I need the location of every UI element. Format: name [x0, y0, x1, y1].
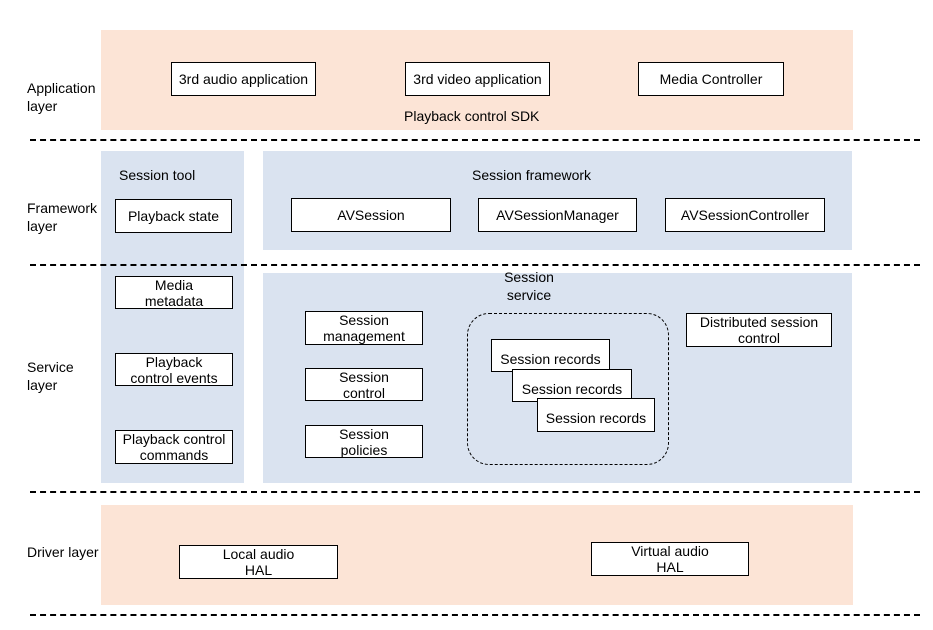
layer-divider-3	[30, 491, 920, 493]
avsession-manager-box: AVSessionManager	[478, 198, 637, 232]
session-records-box-2: Session records	[512, 369, 632, 402]
service-layer-label: Service layer	[27, 359, 74, 393]
audio-app-box: 3rd audio application	[171, 62, 316, 96]
session-policies-box: Session policies	[305, 425, 423, 458]
session-records-group	[467, 313, 669, 465]
video-app-box: 3rd video application	[405, 62, 550, 96]
session-tool-title: Session tool	[119, 167, 196, 183]
virtual-audio-hal-box: Virtual audio HAL	[591, 542, 749, 576]
layer-divider-4	[30, 614, 920, 616]
avsession-controller-box: AVSessionController	[665, 198, 825, 232]
layer-divider-2	[30, 264, 920, 266]
session-management-box: Session management	[305, 311, 423, 345]
session-records-box-3: Session records	[537, 398, 655, 432]
session-service-title: Session service	[504, 269, 554, 303]
media-metadata-box: Media metadata	[115, 276, 233, 309]
distributed-session-control-box: Distributed session control	[686, 313, 832, 347]
playback-control-commands-box: Playback control commands	[115, 430, 233, 464]
avsession-box: AVSession	[291, 198, 451, 232]
session-framework-title: Session framework	[472, 167, 592, 183]
session-control-box: Session control	[305, 368, 423, 401]
driver-layer-label: Driver layer	[27, 544, 99, 560]
playback-state-box: Playback state	[115, 199, 232, 233]
session-records-box-1: Session records	[491, 339, 610, 372]
local-audio-hal-box: Local audio HAL	[179, 545, 338, 579]
media-controller-box: Media Controller	[638, 62, 784, 96]
framework-layer-label: Framework layer	[27, 200, 98, 234]
playback-sdk-label: Playback control SDK	[404, 108, 540, 124]
layer-divider-1	[30, 139, 920, 141]
application-layer-label: Application layer	[27, 80, 96, 114]
playback-control-events-box: Playback control events	[115, 353, 233, 386]
